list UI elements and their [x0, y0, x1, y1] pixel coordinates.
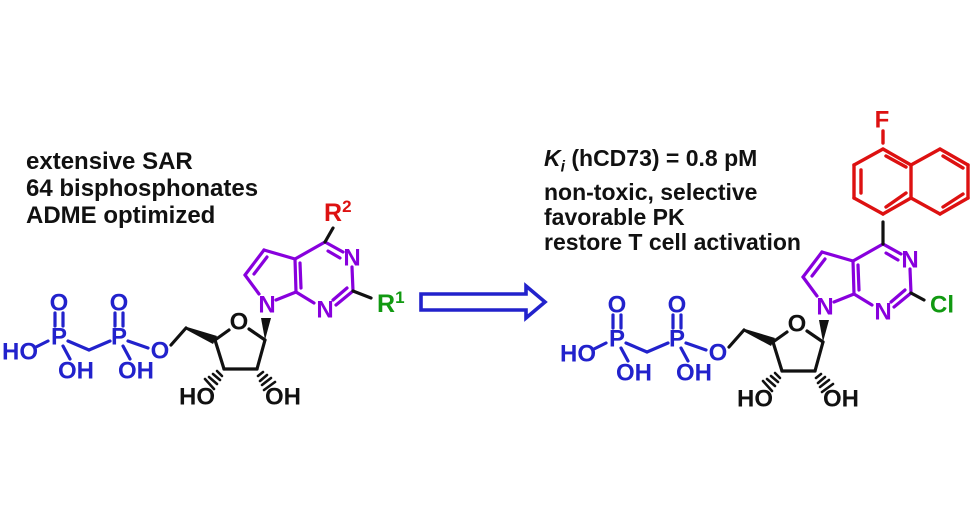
left-molecule-substituents: R2 R1 [323, 197, 405, 318]
right-molecule-substituents: F Cl [852, 107, 970, 319]
right-annotations: Ki (hCD73) = 0.8 pM non-toxic, selective… [544, 146, 801, 255]
fluorine-label: F [875, 107, 890, 134]
annotation-line: favorable PK [544, 203, 685, 230]
annotation-line: 64 bisphosphonates [26, 175, 259, 202]
optimization-arrow [419, 282, 548, 322]
chlorine-label: Cl [930, 292, 954, 319]
r1-substituent-label: R1 [377, 288, 405, 318]
annotation-line: extensive SAR [26, 148, 193, 175]
fluoronaphthalene-bonds [852, 129, 970, 216]
left-annotations: extensive SAR 64 bisphosphonates ADME op… [26, 148, 258, 229]
r2-substituent-label: R2 [324, 197, 352, 227]
annotation-line: restore T cell activation [544, 228, 801, 255]
annotation-line-ki: Ki (hCD73) = 0.8 pM [544, 145, 758, 176]
right-molecule [558, 242, 921, 415]
annotation-line: ADME optimized [26, 202, 216, 229]
annotation-line: non-toxic, selective [544, 178, 758, 205]
left-molecule [0, 240, 363, 413]
